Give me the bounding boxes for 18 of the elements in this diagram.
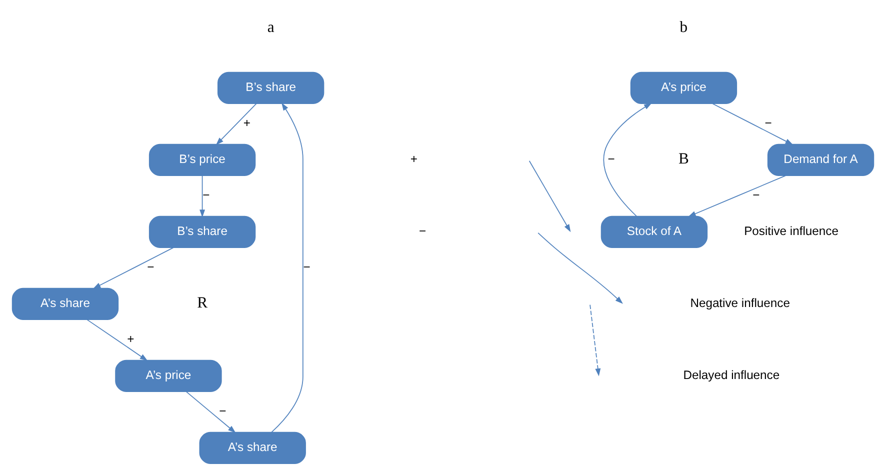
edge-label: − [608, 152, 615, 166]
legend-label: Negative influence [690, 296, 790, 310]
edge-label: − [303, 260, 310, 274]
label: + [410, 152, 418, 166]
edge-label: + [127, 332, 134, 346]
legend-label: Delayed influence [683, 368, 780, 382]
label: − [419, 224, 426, 238]
edge-label: + [243, 116, 251, 130]
label: a [267, 18, 274, 36]
edge-label: − [764, 116, 772, 130]
label: B [678, 150, 689, 168]
label: R [197, 294, 208, 312]
edge-label: − [202, 188, 210, 202]
edge-label: − [219, 404, 226, 418]
legend-label: Positive influence [744, 224, 838, 238]
edge-label: − [147, 260, 154, 274]
edge-label: − [752, 188, 760, 202]
label: b [680, 18, 688, 36]
